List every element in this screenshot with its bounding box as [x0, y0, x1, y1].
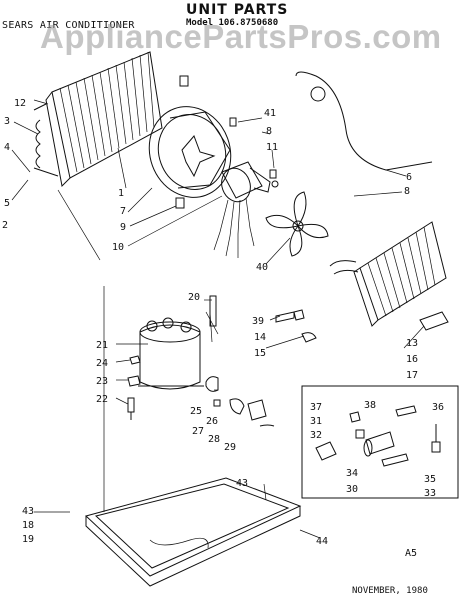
- callout-29: 29: [224, 442, 236, 453]
- callout-24: 24: [96, 358, 108, 369]
- callout-20: 20: [188, 292, 200, 303]
- callout-19: 19: [22, 534, 34, 545]
- callout-32: 32: [310, 430, 322, 441]
- callout-18: 18: [22, 520, 34, 531]
- callout-9: 9: [120, 222, 126, 233]
- callout-22: 22: [96, 394, 108, 405]
- callout-37: 37: [310, 402, 322, 413]
- callout-30: 30: [346, 484, 358, 495]
- callout-31: 31: [310, 416, 322, 427]
- callout-3: 3: [4, 116, 10, 127]
- callout-10: 10: [112, 242, 124, 253]
- compressor: [138, 311, 219, 390]
- callout-8-lower: 8: [404, 186, 410, 197]
- callout-5: 5: [4, 198, 10, 209]
- callout-36: 36: [432, 402, 444, 413]
- callout-34: 34: [346, 468, 358, 479]
- callout-2: 2: [2, 220, 8, 231]
- publication-date: NOVEMBER, 1980: [352, 586, 428, 596]
- callout-43-right: 43: [236, 478, 248, 489]
- callout-15: 15: [254, 348, 266, 359]
- callout-26: 26: [206, 416, 218, 427]
- watermark: AppliancePartsPros.com: [40, 18, 442, 55]
- callout-43-left: 43: [22, 506, 34, 517]
- leader-lines: [11, 99, 425, 539]
- evaporator-coil: [329, 221, 447, 327]
- callout-numbers: 12 3 4 5 2 1 7 9 10 41 8 11 6 8 40 20 21…: [2, 98, 444, 547]
- callout-35: 35: [424, 474, 436, 485]
- callout-6: 6: [406, 172, 412, 183]
- callout-28: 28: [208, 434, 220, 445]
- callout-25: 25: [190, 406, 202, 417]
- control-parts-inset: [301, 385, 459, 499]
- blower-wheel: [265, 191, 329, 257]
- callout-44: 44: [316, 536, 328, 547]
- capillary-tube: [295, 71, 433, 171]
- callout-33: 33: [424, 488, 436, 499]
- callout-12: 12: [14, 98, 26, 109]
- callout-17: 17: [406, 370, 418, 381]
- callout-38: 38: [364, 400, 376, 411]
- page-title: UNIT PARTS: [186, 2, 289, 18]
- condenser-coil: [33, 51, 163, 188]
- callout-39: 39: [252, 316, 264, 327]
- fan-motor: [213, 161, 279, 258]
- callout-41: 41: [264, 108, 276, 119]
- callout-13: 13: [406, 338, 418, 349]
- callout-1: 1: [118, 188, 124, 199]
- callout-40: 40: [256, 262, 268, 273]
- model-number: Model 106.8750680: [186, 18, 279, 28]
- header-product-label: SEARS AIR CONDITIONER: [2, 20, 135, 31]
- small-hardware: [127, 75, 449, 427]
- base-pan: [57, 189, 302, 587]
- callout-23: 23: [96, 376, 108, 387]
- page-reference: A5: [405, 548, 418, 559]
- callout-4: 4: [4, 142, 10, 153]
- callout-7: 7: [120, 206, 126, 217]
- callout-11: 11: [266, 142, 278, 153]
- fan-shroud: [148, 106, 232, 198]
- callout-27: 27: [192, 426, 204, 437]
- callout-8-upper: 8: [266, 126, 272, 137]
- callout-14: 14: [254, 332, 266, 343]
- callout-21: 21: [96, 340, 108, 351]
- callout-16: 16: [406, 354, 418, 365]
